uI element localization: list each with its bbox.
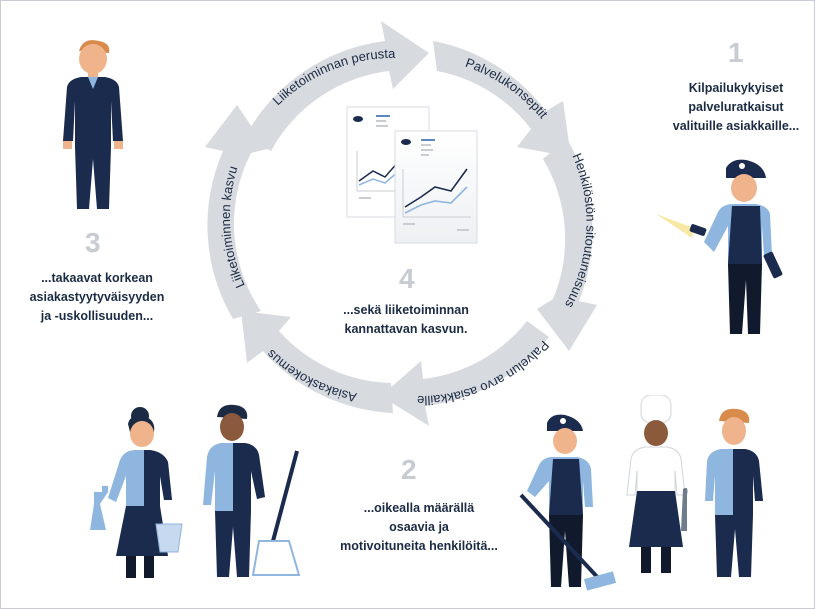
- caption-line: osaavia ja: [389, 520, 449, 534]
- cycle-segment-1: [245, 21, 429, 151]
- cycle-segment-3: [537, 139, 597, 351]
- cycle-segment-5: [241, 311, 393, 413]
- gardener-figure: [203, 404, 301, 577]
- report-page-front: [394, 130, 478, 244]
- caption-line: kannattavan kasvun.: [344, 322, 468, 336]
- caption-line: ...takaavat korkean: [41, 271, 153, 285]
- chef-figure: [626, 395, 688, 573]
- manager-figure: [63, 40, 123, 209]
- step-caption-1: Kilpailukykyiset palveluratkaisut valitu…: [661, 79, 811, 136]
- cleaner-woman-figure: [90, 407, 183, 578]
- step-caption-3: ...takaavat korkean asiakastyytyväisyyde…: [17, 269, 177, 326]
- step-number-3: 3: [85, 227, 101, 258]
- mopping-worker-figure: [519, 414, 617, 591]
- caption-line: valituille asiakkaille...: [672, 119, 800, 133]
- security-guard-figure: [656, 159, 783, 334]
- caption-line: ...oikealla määrällä: [363, 501, 475, 515]
- caption-line: Kilpailukykyiset: [688, 81, 784, 95]
- segment-label-2: Palvelukonseptit: [464, 55, 552, 122]
- step-caption-4: ...sekä liiketoiminnan kannattavan kasvu…: [326, 301, 486, 339]
- step-number-1: 1: [728, 37, 744, 68]
- caption-line: palveluratkaisut: [688, 100, 784, 114]
- step-number-2: 2: [401, 454, 417, 485]
- caption-line: ...sekä liiketoiminnan: [343, 303, 469, 317]
- step-caption-2: ...oikealla määrällä osaavia ja motivoit…: [334, 499, 504, 556]
- report-documents-illustration: [346, 106, 478, 244]
- cycle-segment-2: [433, 41, 571, 157]
- caption-line: ja -uskollisuuden...: [40, 309, 154, 323]
- cycle-segment-4: [381, 321, 549, 426]
- staff-member-figure: [705, 408, 763, 577]
- caption-line: motivoituneita henkilöitä...: [340, 539, 498, 553]
- step-number-4: 4: [399, 263, 415, 294]
- cycle-segment-6: [205, 105, 267, 319]
- caption-line: asiakastyytyväisyyden: [29, 290, 165, 304]
